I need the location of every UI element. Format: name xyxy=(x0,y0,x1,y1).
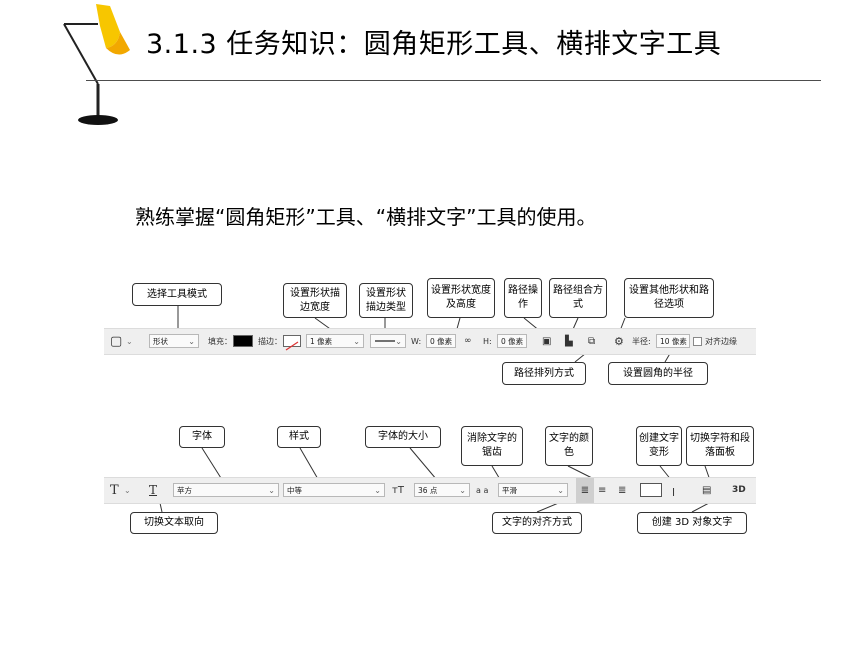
align-edges-label: 对齐边缘 xyxy=(705,337,737,346)
rounded-rect-tool-icon[interactable]: ▢ xyxy=(110,334,123,349)
text-orientation-icon[interactable]: T xyxy=(149,483,158,497)
tool-preset-chevron-icon[interactable]: ⌄ xyxy=(124,486,131,495)
shape-options-bar: ▢ ⌄ 形状 ⌄ 填充： 描边： 1 像素 ⌄ ⌄ W: 0 像素 ∞ H: 0 像… xyxy=(104,328,756,355)
path-arrangement-icon[interactable]: ⧉ xyxy=(588,336,596,347)
callout-antialias: 消除文字的锯齿 xyxy=(461,426,523,466)
page-subtitle: 熟练掌握“圆角矩形”工具、“横排文字”工具的使用。 xyxy=(135,205,597,229)
type-tool-icon[interactable]: T xyxy=(110,483,119,498)
chevron-down-icon: ⌄ xyxy=(268,486,275,495)
radius-label: 半径: xyxy=(632,337,651,346)
radius-field[interactable]: 10 像素 xyxy=(656,334,690,348)
font-size-field[interactable]: 36 点 ⌄ xyxy=(414,483,470,497)
align-left-icon[interactable]: ≣ xyxy=(576,478,594,503)
stroke-width-value: 1 像素 xyxy=(310,337,333,346)
callout-path-operations: 路径操作 xyxy=(504,278,542,318)
font-style-select[interactable]: 中等 ⌄ xyxy=(283,483,385,497)
gear-icon[interactable]: ⚙ xyxy=(614,335,624,348)
tool-mode-value: 形状 xyxy=(153,337,168,346)
font-family-value: 苹方 xyxy=(177,486,192,495)
chevron-down-icon: ⌄ xyxy=(353,337,360,346)
callout-color: 文字的颜色 xyxy=(545,426,593,466)
chevron-down-icon: ⌄ xyxy=(374,486,381,495)
stroke-color-swatch[interactable] xyxy=(283,335,301,351)
warp-text-icon[interactable]: ꞁ xyxy=(672,484,676,497)
fill-label: 填充： xyxy=(208,337,232,346)
threed-button[interactable]: 3D xyxy=(732,485,746,495)
callout-path-arrange: 路径排列方式 xyxy=(502,362,586,385)
desk-lamp-icon xyxy=(63,4,130,125)
font-style-value: 中等 xyxy=(287,486,302,495)
chevron-down-icon: ⌄ xyxy=(188,337,195,346)
stroke-width-field[interactable]: 1 像素 ⌄ xyxy=(306,334,364,348)
callout-font: 字体 xyxy=(179,426,225,448)
callout-size: 设置形状宽度及高度 xyxy=(427,278,495,318)
tool-preset-chevron-icon[interactable]: ⌄ xyxy=(126,337,133,346)
solid-line-icon xyxy=(375,340,395,342)
fill-color-swatch[interactable] xyxy=(233,335,253,347)
no-stroke-icon xyxy=(285,341,299,351)
width-label: W: xyxy=(411,337,422,346)
callout-other-options: 设置其他形状和路径选项 xyxy=(624,278,714,318)
callout-radius: 设置圆角的半径 xyxy=(608,362,708,385)
callout-panels: 切换字符和段落面板 xyxy=(686,426,754,466)
font-family-select[interactable]: 苹方 ⌄ xyxy=(173,483,279,497)
height-label: H: xyxy=(483,337,492,346)
callout-path-combine: 路径组合方式 xyxy=(549,278,607,318)
chevron-down-icon: ⌄ xyxy=(557,486,564,495)
callout-orientation: 切换文本取向 xyxy=(130,512,218,534)
align-right-icon[interactable]: ≣ xyxy=(618,485,627,496)
callout-3d: 创建 3D 对象文字 xyxy=(637,512,747,534)
stroke-label: 描边： xyxy=(258,337,282,346)
callout-stroke-type: 设置形状描边类型 xyxy=(359,283,413,318)
font-size-icon: ᴛT xyxy=(392,485,404,496)
page-title: 3.1.3 任务知识：圆角矩形工具、横排文字工具 xyxy=(146,29,722,60)
font-size-value: 36 点 xyxy=(418,486,438,495)
text-color-swatch[interactable] xyxy=(640,483,662,497)
character-panel-icon[interactable]: ▤ xyxy=(702,485,712,496)
link-icon[interactable]: ∞ xyxy=(464,336,472,346)
antialias-value: 平滑 xyxy=(502,486,517,495)
align-edges-checkbox[interactable] xyxy=(693,337,702,346)
callout-size: 字体的大小 xyxy=(365,426,441,448)
chevron-down-icon: ⌄ xyxy=(459,486,466,495)
callout-tool-mode: 选择工具模式 xyxy=(132,283,222,306)
callout-align: 文字的对齐方式 xyxy=(492,512,582,534)
chevron-down-icon: ⌄ xyxy=(395,337,402,346)
stroke-type-select[interactable]: ⌄ xyxy=(370,334,406,348)
callout-warp: 创建文字变形 xyxy=(636,426,682,466)
height-field[interactable]: 0 像素 xyxy=(497,334,527,348)
path-alignment-icon[interactable]: ▙ xyxy=(565,336,573,347)
width-field[interactable]: 0 像素 xyxy=(426,334,456,348)
callout-stroke-width: 设置形状描边宽度 xyxy=(283,283,347,318)
title-divider xyxy=(86,80,821,81)
type-options-bar: T ⌄ T 苹方 ⌄ 中等 ⌄ ᴛT 36 点 ⌄ a a 平滑 ⌄ ≣ ≡ ≣ ꞁ ▤… xyxy=(104,477,756,504)
align-center-icon[interactable]: ≡ xyxy=(598,485,607,496)
tool-mode-select[interactable]: 形状 ⌄ xyxy=(149,334,199,348)
antialias-select[interactable]: 平滑 ⌄ xyxy=(498,483,568,497)
path-operations-icon[interactable]: ▣ xyxy=(542,336,552,347)
antialias-icon: a a xyxy=(476,486,489,495)
callout-style: 样式 xyxy=(277,426,321,448)
